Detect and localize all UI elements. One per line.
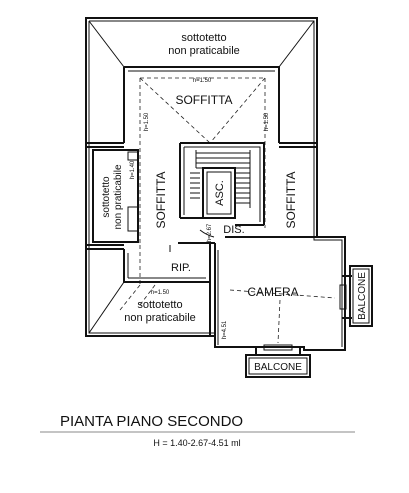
height-left-mid: h=1.40 bbox=[130, 160, 136, 179]
camera-room bbox=[217, 250, 343, 345]
rip-room bbox=[123, 243, 216, 347]
plan-subtitle: H = 1.40-2.67-4.51 ml bbox=[153, 438, 240, 448]
label-sottotetto-left-2: non praticabile bbox=[113, 164, 124, 229]
label-soffitta-left: SOFFITTA bbox=[154, 171, 168, 228]
label-sottotetto-top-2: non praticabile bbox=[168, 45, 240, 57]
label-balcone-right: BALCONE bbox=[357, 272, 368, 320]
left-middle-block bbox=[86, 149, 139, 250]
label-sottotetto-bottom-2: non praticabile bbox=[124, 312, 196, 324]
label-sottotetto-bottom-1: sottotetto bbox=[137, 299, 182, 311]
dis-corridor bbox=[178, 217, 317, 244]
height-top: h=1.50 bbox=[193, 78, 212, 84]
balcone-bottom bbox=[245, 344, 311, 378]
plan-title: PIANTA PIANO SECONDO bbox=[60, 413, 243, 430]
stair-treads bbox=[190, 150, 251, 208]
label-balcone-bottom: BALCONE bbox=[254, 362, 302, 373]
height-left-top: h=1.50 bbox=[144, 112, 150, 131]
height-bottom: h=1.50 bbox=[151, 290, 170, 296]
label-soffitta-top: SOFFITTA bbox=[175, 93, 232, 107]
height-dis: h=2.67 bbox=[207, 223, 213, 242]
label-rip: RIP. bbox=[171, 262, 191, 274]
soffitta-dashed-lines bbox=[139, 77, 266, 285]
height-camera: h=4.51 bbox=[222, 320, 228, 339]
elevator-shaft bbox=[202, 167, 236, 219]
label-asc: ASC. bbox=[214, 180, 226, 206]
label-soffitta-right: SOFFITTA bbox=[284, 171, 298, 228]
label-sottotetto-left-1: sottotetto bbox=[101, 176, 112, 218]
balcone-right bbox=[339, 265, 373, 327]
sottotetto-top-diagonals bbox=[88, 20, 315, 68]
stair-core bbox=[179, 142, 265, 225]
label-sottotetto-top-1: sottotetto bbox=[181, 32, 226, 44]
sottotetto-bottom-diagonals bbox=[88, 281, 156, 334]
height-right-top: h=1.50 bbox=[264, 112, 270, 131]
label-camera: CAMERA bbox=[247, 285, 298, 299]
label-dis: DIS. bbox=[223, 224, 244, 236]
